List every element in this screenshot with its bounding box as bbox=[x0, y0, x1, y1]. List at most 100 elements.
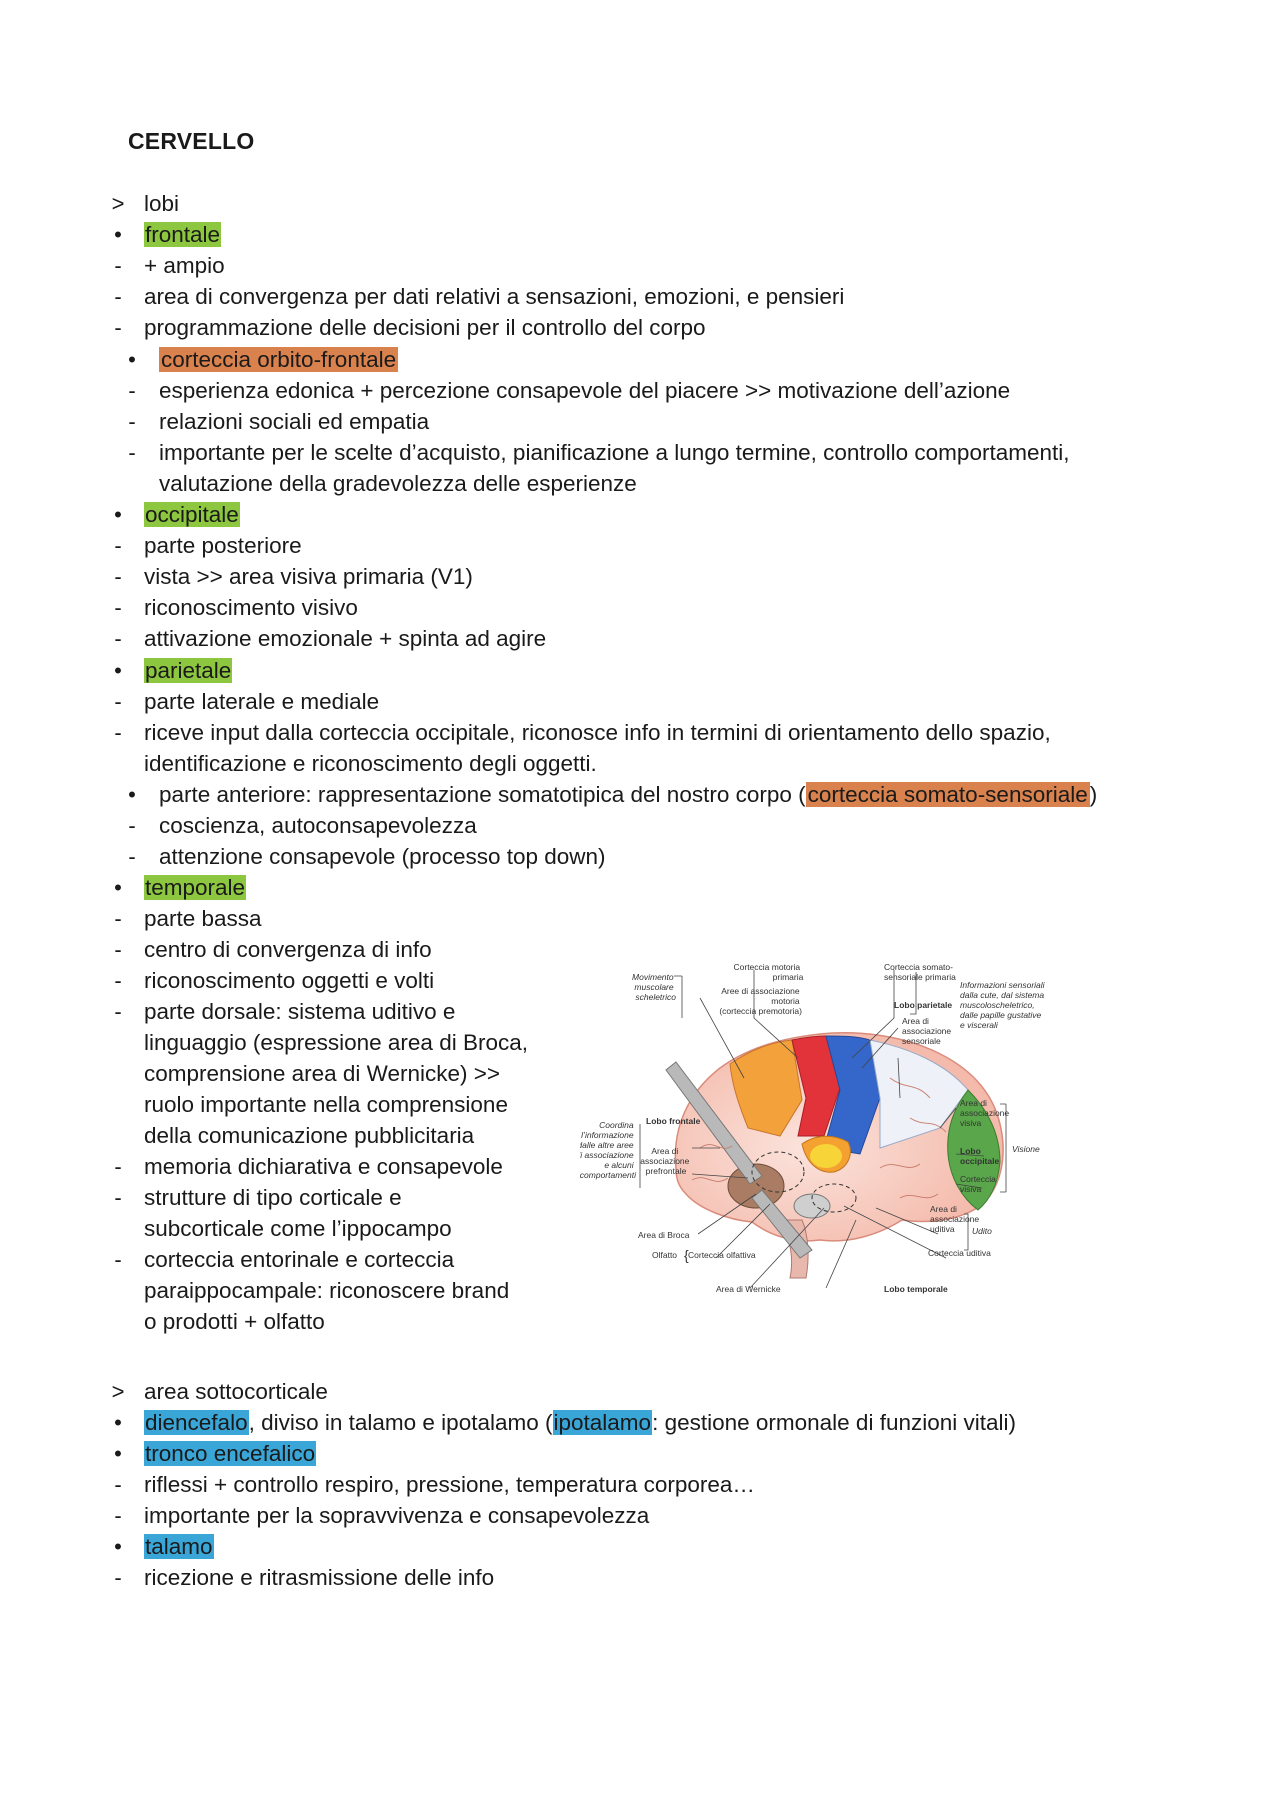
list-marker: - bbox=[114, 968, 122, 993]
broca-dashed-oval bbox=[751, 1151, 805, 1193]
list-marker: • bbox=[114, 1410, 122, 1435]
item-text: paraippocampale: riconoscere brand bbox=[144, 1278, 510, 1303]
list-item: valutazione della gradevolezza delle esp… bbox=[159, 468, 637, 499]
list-item: ruolo importante nella comprensione bbox=[144, 1089, 508, 1120]
label-assoc-sensoriale: Area di associazione sensoriale bbox=[902, 1016, 954, 1046]
list-item: programmazione delle decisioni per il co… bbox=[144, 312, 706, 343]
item-text: ricezione e ritrasmissione delle info bbox=[144, 1565, 495, 1590]
list-marker: - bbox=[114, 1472, 122, 1497]
label-somato: Corteccia somato- sensoriale primaria bbox=[884, 962, 956, 982]
label-corteccia-motoria: Corteccia motoria primaria bbox=[734, 962, 804, 982]
list-item: + ampio bbox=[144, 250, 225, 281]
list-marker: - bbox=[114, 999, 122, 1024]
label-udito: Udito bbox=[972, 1226, 992, 1236]
item-text: importante per le scelte d’acquisto, pia… bbox=[159, 440, 1070, 465]
frontal-motor-assoc-area bbox=[729, 1039, 803, 1137]
list-item: tronco encefalico bbox=[144, 1438, 317, 1469]
list-item: paraippocampale: riconoscere brand bbox=[144, 1275, 509, 1306]
list-item: diencefalo, diviso in talamo e ipotalamo… bbox=[144, 1407, 1016, 1438]
highlighted-term: diencefalo bbox=[144, 1410, 249, 1435]
list-item: corteccia orbito-frontale bbox=[159, 344, 399, 375]
item-text: o prodotti + olfatto bbox=[144, 1309, 325, 1334]
label-wernicke: Area di Wernicke bbox=[716, 1284, 781, 1294]
list-marker: - bbox=[128, 409, 136, 434]
probe-shape bbox=[665, 1061, 763, 1185]
item-text: riceve input dalla corteccia occipitale,… bbox=[144, 720, 1051, 745]
list-marker: - bbox=[128, 440, 136, 465]
list-marker: - bbox=[114, 1185, 122, 1210]
list-item: comprensione area di Wernicke) >> bbox=[144, 1058, 500, 1089]
list-item: parietale bbox=[144, 655, 233, 686]
item-text: attivazione emozionale + spinta ad agire bbox=[144, 626, 547, 651]
label-movimento: Movimento muscolare scheletrico bbox=[632, 972, 676, 1002]
list-item: della comunicazione pubblicitaria bbox=[144, 1120, 474, 1151]
item-text: riflessi + controllo respiro, pressione,… bbox=[144, 1472, 755, 1497]
list-marker: - bbox=[128, 378, 136, 403]
list-item: importante per le scelte d’acquisto, pia… bbox=[159, 437, 1069, 468]
list-marker: - bbox=[114, 284, 122, 309]
brain-lobes-diagram: Movimento muscolare scheletrico Cortecci… bbox=[580, 962, 1046, 1294]
item-text: parte laterale e mediale bbox=[144, 689, 380, 714]
highlighted-term: parietale bbox=[144, 658, 233, 683]
item-text: corteccia entorinale e corteccia bbox=[144, 1247, 455, 1272]
list-item: relazioni sociali ed empatia bbox=[159, 406, 429, 437]
item-text: parte posteriore bbox=[144, 533, 302, 558]
list-item: riceve input dalla corteccia occipitale,… bbox=[144, 717, 1051, 748]
item-text: strutture di tipo corticale e bbox=[144, 1185, 402, 1210]
list-marker: - bbox=[114, 689, 122, 714]
wernicke-dashed-oval bbox=[811, 1183, 857, 1213]
list-marker: - bbox=[114, 564, 122, 589]
list-item: area sottocorticale bbox=[144, 1376, 328, 1407]
item-text: relazioni sociali ed empatia bbox=[159, 409, 430, 434]
list-item: attenzione consapevole (processo top dow… bbox=[159, 841, 606, 872]
label-assoc-uditiva: Area di associazione uditiva bbox=[930, 1204, 982, 1234]
highlighted-term: ipotalamo bbox=[552, 1410, 653, 1435]
label-lobo-occipitale: Lobo occipitale bbox=[960, 1146, 999, 1166]
item-text: parte bassa bbox=[144, 906, 262, 931]
list-item: attivazione emozionale + spinta ad agire bbox=[144, 623, 546, 654]
item-text: importante per la sopravvivenza e consap… bbox=[144, 1503, 650, 1528]
highlighted-term: corteccia orbito-frontale bbox=[159, 347, 399, 372]
list-marker: • bbox=[114, 875, 122, 900]
list-marker: - bbox=[128, 844, 136, 869]
highlighted-term: temporale bbox=[144, 875, 247, 900]
item-text: + ampio bbox=[144, 253, 225, 278]
item-text: area sottocorticale bbox=[144, 1379, 328, 1404]
item-text: della comunicazione pubblicitaria bbox=[144, 1123, 475, 1148]
item-text: memoria dichiarativa e consapevole bbox=[144, 1154, 503, 1179]
list-item: identificazione e riconoscimento degli o… bbox=[144, 748, 597, 779]
list-marker: - bbox=[114, 720, 122, 745]
list-item: lobi bbox=[144, 188, 179, 219]
item-text: coscienza, autoconsapevolezza bbox=[159, 813, 477, 838]
list-item: riflessi + controllo respiro, pressione,… bbox=[144, 1469, 755, 1500]
highlighted-term: talamo bbox=[144, 1534, 214, 1559]
wernicke-area bbox=[810, 1144, 842, 1168]
list-item: parte dorsale: sistema uditivo e bbox=[144, 996, 455, 1027]
list-item: strutture di tipo corticale e bbox=[144, 1182, 402, 1213]
list-marker: - bbox=[114, 1247, 122, 1272]
list-marker: - bbox=[114, 315, 122, 340]
motor-cortex-area bbox=[791, 1035, 841, 1137]
list-item: memoria dichiarativa e consapevole bbox=[144, 1151, 503, 1182]
page-title: CERVELLO bbox=[128, 128, 255, 154]
list-marker: • bbox=[114, 658, 122, 683]
diagram-labels: Movimento muscolare scheletrico Cortecci… bbox=[580, 962, 1046, 1294]
label-assoc-motoria: Aree di associazione motoria (corteccia … bbox=[719, 986, 802, 1016]
label-corteccia-olfattiva: Corteccia olfattiva bbox=[688, 1250, 756, 1260]
item-text: centro di convergenza di info bbox=[144, 937, 432, 962]
label-corteccia-visiva: Corteccia visiva bbox=[960, 1174, 998, 1194]
list-item: parte bassa bbox=[144, 903, 262, 934]
list-item: talamo bbox=[144, 1531, 214, 1562]
label-lobo-temporale: Lobo temporale bbox=[884, 1284, 948, 1294]
list-marker: - bbox=[114, 1503, 122, 1528]
list-item: parte posteriore bbox=[144, 530, 302, 561]
item-text: comprensione area di Wernicke) >> bbox=[144, 1061, 501, 1086]
list-item: esperienza edonica + percezione consapev… bbox=[159, 375, 1010, 406]
item-text: , diviso in talamo e ipotalamo ( bbox=[248, 1410, 553, 1435]
item-text: parte anteriore: rappresentazione somato… bbox=[159, 782, 806, 807]
list-marker: • bbox=[128, 782, 136, 807]
label-lobo-frontale: Lobo frontale bbox=[646, 1116, 701, 1126]
temporal-grey-area bbox=[793, 1193, 831, 1219]
list-marker: • bbox=[114, 1441, 122, 1466]
list-marker: - bbox=[114, 626, 122, 651]
